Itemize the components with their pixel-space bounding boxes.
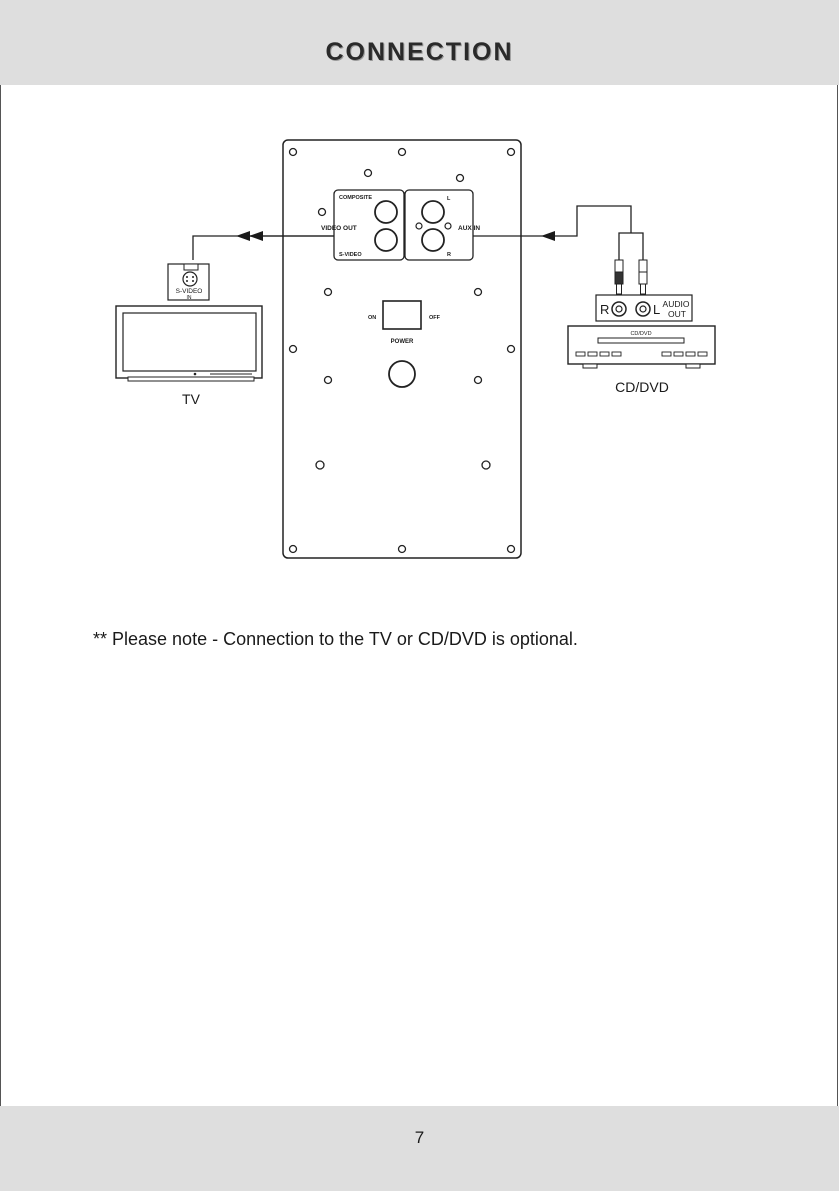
tv-s-video-in-label: S-VIDEO (176, 288, 203, 295)
power-off-label: OFF (429, 315, 441, 321)
amplifier-panel: COMPOSITE VIDEO OUT S-VIDEO L AUX IN R O… (283, 140, 521, 558)
video-out-plate: COMPOSITE VIDEO OUT S-VIDEO (321, 190, 404, 260)
optional-connection-note: ** Please note - Connection to the TV or… (93, 629, 578, 650)
page-number: 7 (0, 1128, 839, 1148)
s-video-label: S-VIDEO (339, 252, 362, 258)
aux-in-label: AUX IN (458, 225, 480, 232)
audio-out-right-label: R (600, 302, 609, 317)
page-title: CONNECTION (0, 38, 839, 67)
composite-label: COMPOSITE (339, 195, 372, 201)
cd-dvd-label: CD/DVD (615, 379, 669, 395)
disc-tray[interactable] (598, 338, 684, 343)
aux-right-label: R (447, 252, 451, 258)
aux-in-plate: L AUX IN R (405, 190, 480, 260)
connection-diagram: COMPOSITE VIDEO OUT S-VIDEO L AUX IN R O… (0, 85, 839, 605)
page-header: CONNECTION (0, 0, 839, 85)
cd-dvd-device: R L AUDIO OUT CD/DVD CD/DVD (568, 295, 715, 395)
audio-out-label-line2: OUT (668, 309, 686, 319)
power-switch-button[interactable] (383, 301, 421, 329)
power-label: POWER (391, 339, 414, 345)
video-out-label: VIDEO OUT (321, 225, 357, 232)
tv-label: TV (182, 391, 201, 407)
tv-device: S-VIDEO IN TV (116, 264, 262, 407)
cd-dvd-slot-label: CD/DVD (630, 331, 651, 337)
tv-s-video-in-label-line2: IN (187, 295, 192, 301)
power-on-label: ON (368, 315, 376, 321)
audio-out-label: AUDIO (663, 299, 690, 309)
audio-out-left-label: L (653, 302, 660, 317)
page-footer: 7 (0, 1106, 839, 1191)
